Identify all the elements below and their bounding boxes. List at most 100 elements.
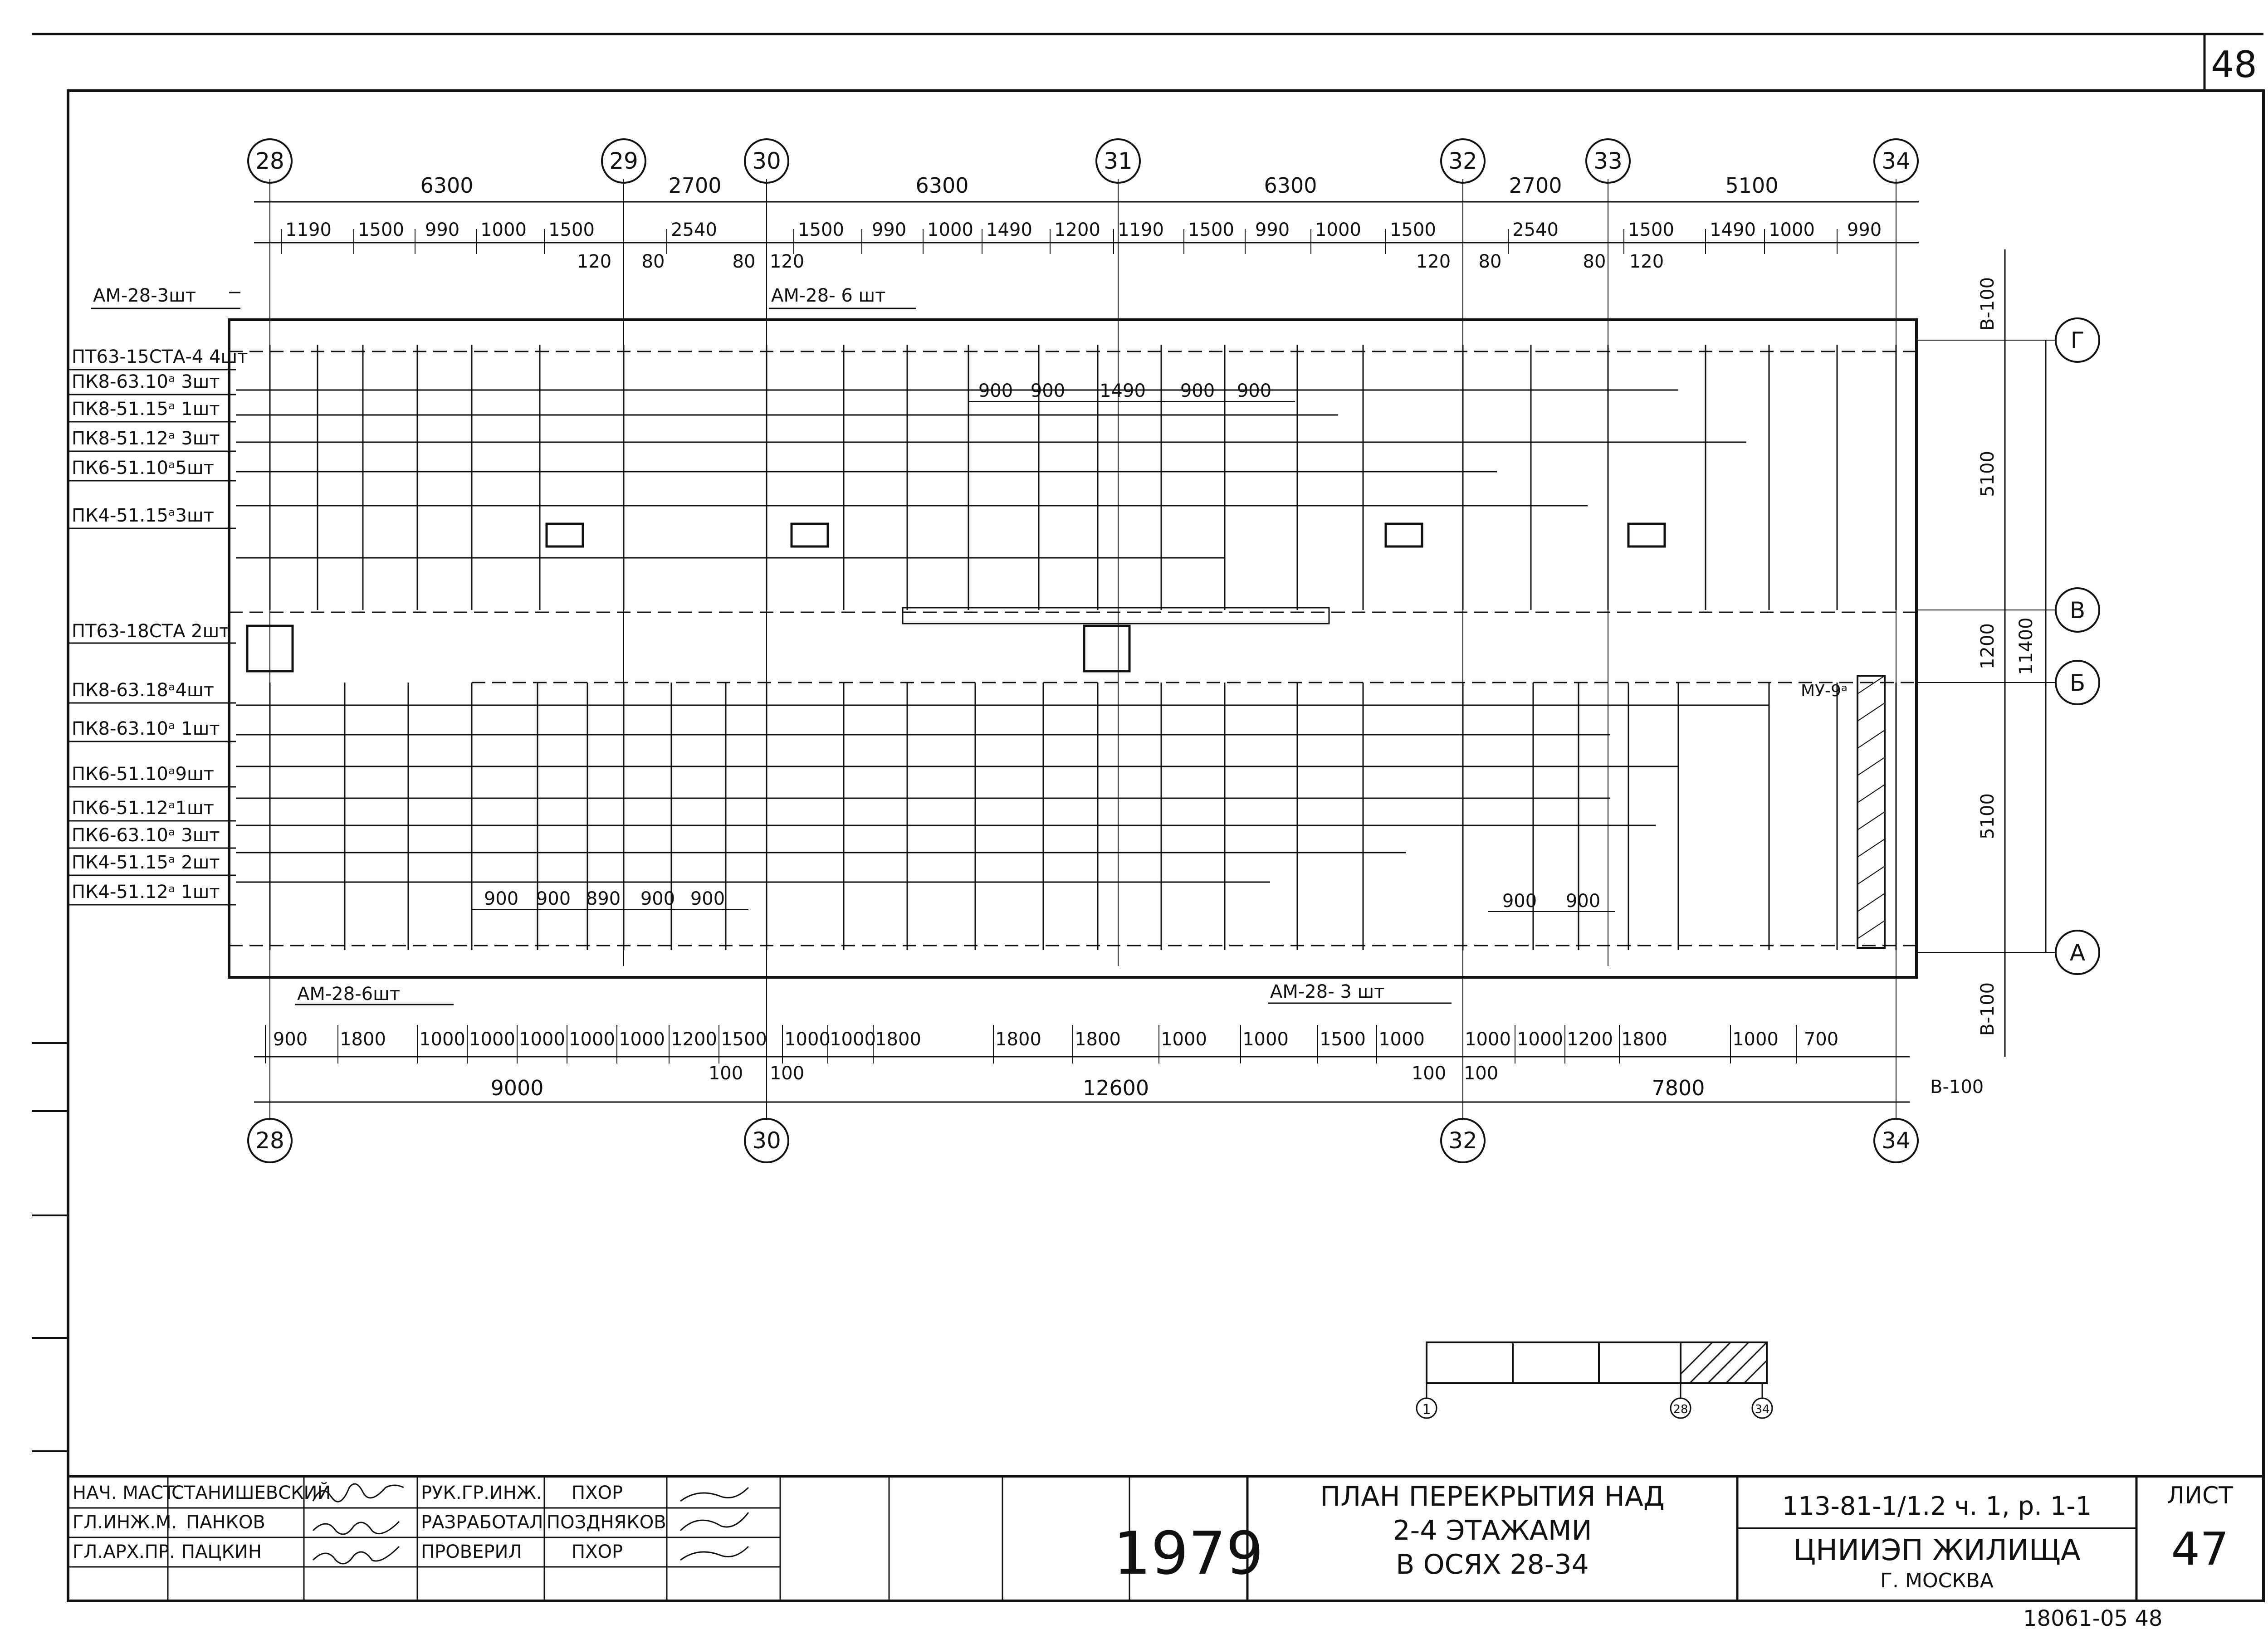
dim-bottom-sub: 1800	[340, 1029, 386, 1050]
legend-item: ПК6-63.10ᵃ 3шт	[72, 825, 220, 846]
dim-inner-bottom-left: 890	[586, 888, 621, 909]
hatched-wall	[1857, 675, 1886, 949]
tb-name2-1: ПХОР	[572, 1483, 623, 1503]
key-plan-label-1: 1	[1422, 1402, 1431, 1418]
title-block: НАЧ. МАСТ. ГЛ.ИНЖ.М. ГЛ.АРХ.ПР. СТАНИШЕВ…	[67, 1475, 2265, 1631]
dim-top-sub: 1490	[986, 219, 1032, 240]
dim-inner-top: 1490	[1100, 380, 1146, 401]
legend-item: ПК6-51.12ᵃ1шт	[72, 798, 214, 819]
legend-item: ПТ63-15СТА-4 4шт	[72, 346, 248, 367]
dim-top-sub: 1500	[1188, 219, 1234, 240]
legend-item: ПК4-51.15ᵃ3шт	[72, 505, 214, 526]
dim-top-sub: 1200	[1054, 219, 1100, 240]
dim-bottom-sub: 1200	[671, 1029, 717, 1050]
dim-top-sub: 1000	[927, 219, 973, 240]
vent-opening	[1627, 522, 1666, 548]
dim-top-small: 120	[1416, 251, 1451, 272]
row-axis-label: Г	[2071, 327, 2085, 354]
dim-top-small: 120	[577, 251, 611, 272]
dim-bottom-small: 100	[770, 1063, 804, 1084]
legend-item: ПК6-51.10ᵃ9шт	[72, 764, 214, 785]
axis-label-top: 32	[1448, 148, 1477, 174]
dim-top-sub: 990	[1847, 219, 1882, 240]
dim-bottom-sub: 1000	[1378, 1029, 1425, 1050]
tb-org: ЦНИИЭП ЖИЛИЩА	[1793, 1534, 2081, 1567]
axis-bubble	[1095, 138, 1141, 184]
vent-opening	[1384, 522, 1423, 548]
dim-bottom-span: 12600	[1083, 1076, 1149, 1100]
dim-bottom-sub: 1000	[1242, 1029, 1289, 1050]
dim-bottom-sub: 1800	[1075, 1029, 1121, 1050]
anchor-label-my: МУ-9ᵃ	[1801, 682, 1848, 700]
legend-item: ПК8-63.10ᵃ 1шт	[72, 718, 220, 739]
anchor-label-bottom-left: АМ-28-6шт	[297, 984, 400, 1005]
tb-city: Г. МОСКВА	[1880, 1569, 1994, 1592]
dim-top-span: 6300	[420, 173, 473, 198]
tb-title-line-2: 2-4 ЭТАЖАМИ	[1393, 1515, 1592, 1546]
dim-bottom-sub: 1000	[1732, 1029, 1779, 1050]
dim-top-span: 2700	[668, 173, 721, 198]
axis-label-top: 31	[1104, 148, 1133, 174]
vent-opening	[790, 522, 829, 548]
hatch-pattern	[1857, 675, 1885, 939]
dim-right: 11400	[2016, 617, 2037, 675]
legend-item: ПК4-51.15ᵃ 2шт	[72, 852, 220, 873]
row-axis-bubble	[2055, 660, 2100, 705]
anchor-label-bottom-right: АМ-28- 3 шт	[1270, 981, 1384, 1002]
signature	[312, 1546, 400, 1565]
key-plan-hatch	[1680, 1341, 1768, 1384]
tb-title-line-1: ПЛАН ПЕРЕКРЫТИЯ НАД	[1320, 1481, 1665, 1512]
axis-label-top: 29	[609, 148, 638, 174]
dim-right: В-100	[1977, 982, 1998, 1036]
sheet-frame: 48	[32, 33, 2265, 1602]
legend-item: ПК8-63.10ᵃ 3шт	[72, 371, 220, 392]
axis-bubble	[601, 138, 646, 184]
tb-sheet-number: 47	[2171, 1522, 2229, 1575]
tb-role-1: НАЧ. МАСТ.	[73, 1483, 180, 1503]
axis-label-top: 33	[1593, 148, 1623, 174]
dim-top-small: 80	[733, 251, 756, 272]
sheet-number-corner: 48	[2211, 44, 2257, 86]
row-axis-bubble	[2055, 930, 2100, 975]
signature	[312, 1521, 400, 1535]
dim-inner-bottom-left: 900	[640, 888, 675, 909]
dim-bottom-sub: 1800	[995, 1029, 1041, 1050]
dim-bottom-sub: 1200	[1567, 1029, 1613, 1050]
legend-item: ПК8-51.12ᵃ 3шт	[72, 428, 220, 449]
dim-top-small: 120	[770, 251, 804, 272]
tb-role-3: ГЛ.АРХ.ПР.	[73, 1541, 175, 1562]
dim-bottom-sub: 1000	[569, 1029, 615, 1050]
dim-top-span: 6300	[915, 173, 968, 198]
axis-label-top: 28	[255, 148, 284, 174]
dim-inner-bottom-left: 900	[690, 888, 725, 909]
dim-top-sub: 1500	[548, 219, 595, 240]
anchor-labels: АМ-28-3шт АМ-28- 6 шт АМ-28-6шт АМ-28- 3…	[91, 285, 1848, 1005]
tb-role2-3: ПРОВЕРИЛ	[421, 1541, 522, 1562]
dim-bottom-small: 100	[709, 1063, 743, 1084]
legend-item: ПК6-51.10ᵃ5шт	[72, 458, 214, 478]
row-axis-bubble	[2055, 317, 2100, 363]
tb-role-2: ГЛ.ИНЖ.М.	[73, 1512, 177, 1533]
axis-bubble	[1440, 1118, 1486, 1163]
tb-year: 1979	[1114, 1519, 1264, 1588]
dim-bottom-sub: 1000	[1161, 1029, 1207, 1050]
dim-inner-top: 900	[1031, 380, 1065, 401]
dim-top-sub: 1190	[285, 219, 332, 240]
dim-bottom-sub: 1000	[784, 1029, 831, 1050]
dim-bottom-sub: 1500	[721, 1029, 767, 1050]
tb-name2-2: ПОЗДНЯКОВ	[547, 1512, 666, 1533]
legend-item: ПК8-63.18ᵃ4шт	[72, 680, 214, 701]
dim-inner-bottom-right: 900	[1502, 891, 1537, 912]
axis-bubble	[1873, 138, 1919, 184]
dim-top-small: 80	[1479, 251, 1502, 272]
dim-top-sub: 1500	[1628, 219, 1674, 240]
axis-label-bottom: 30	[752, 1127, 781, 1154]
dim-right: В-100	[1977, 277, 1998, 331]
dim-inner-bottom-right: 900	[1566, 891, 1600, 912]
dim-bottom-offset: В-100	[1930, 1077, 1984, 1097]
dim-top-sub: 1190	[1118, 219, 1164, 240]
axis-label-top: 34	[1882, 148, 1911, 174]
